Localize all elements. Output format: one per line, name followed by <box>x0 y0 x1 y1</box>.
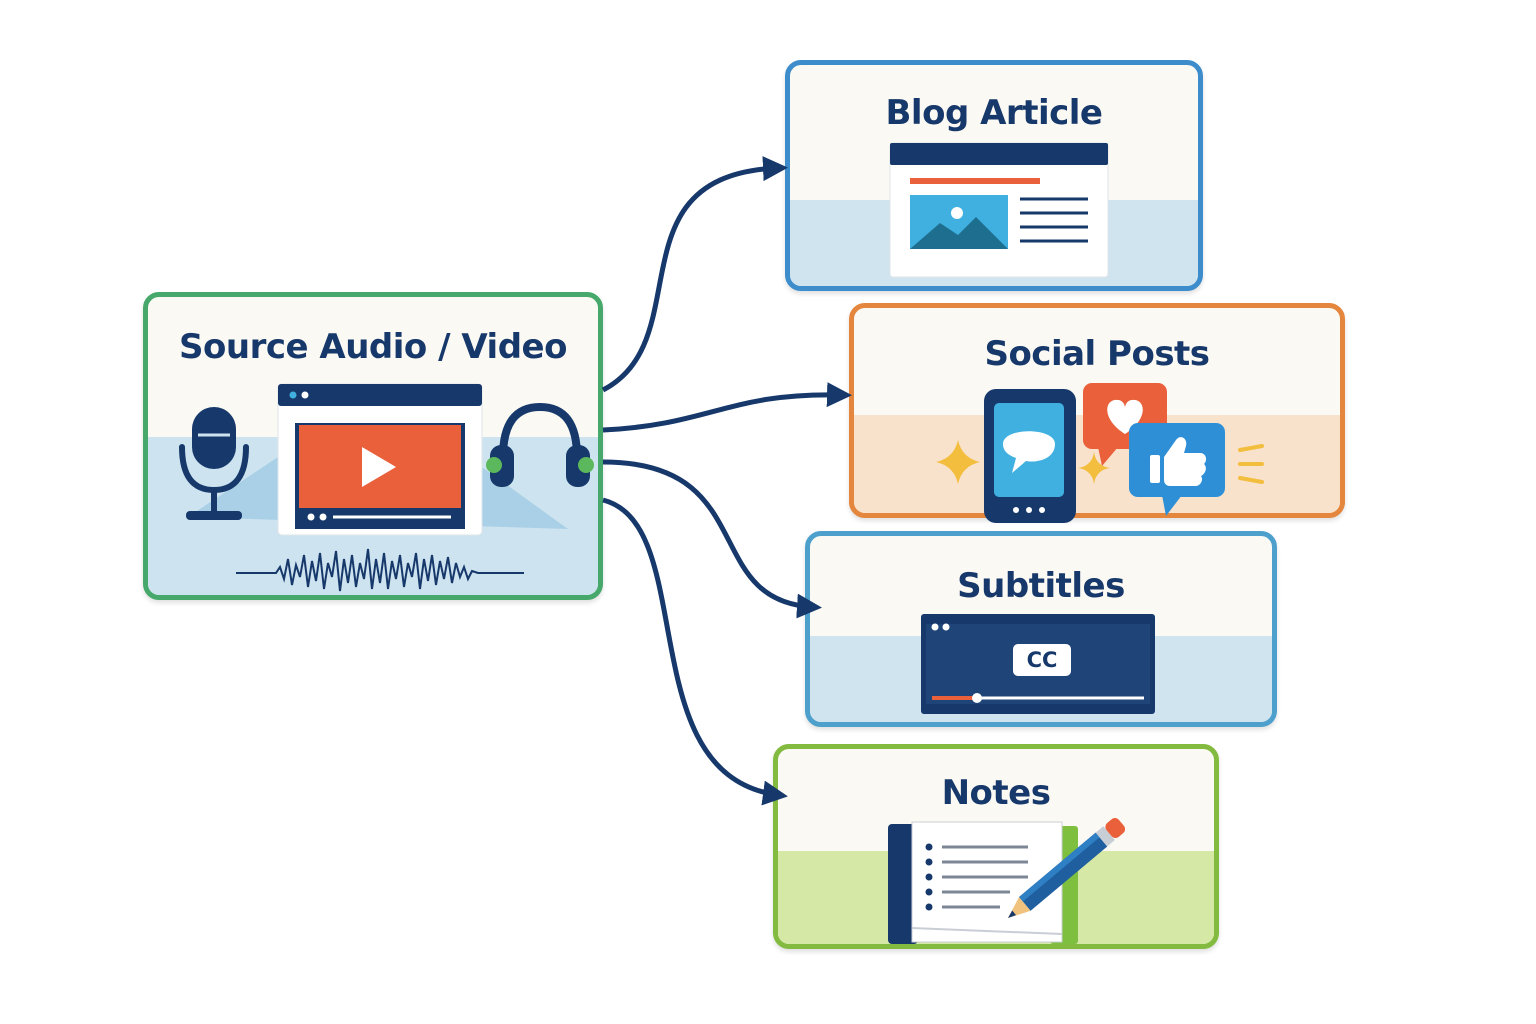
subtitles-card: Subtitles CC <box>805 531 1277 727</box>
blog-article-card: Blog Article <box>785 60 1203 291</box>
subtitles-title: Subtitles <box>957 566 1125 606</box>
cc-badge-label: CC <box>1026 648 1058 672</box>
subtitles-player-icon <box>921 614 1155 714</box>
arrow-to-blog-article <box>601 156 788 393</box>
arrow-to-social-posts <box>602 382 852 433</box>
article-icon <box>889 142 1109 278</box>
source-card: Source Audio / Video <box>143 292 603 600</box>
notebook-icon <box>888 821 1078 944</box>
headphones-icon <box>486 402 594 487</box>
play-icon <box>362 447 396 487</box>
microphone-icon <box>179 407 249 520</box>
social-posts-title: Social Posts <box>984 334 1210 374</box>
audio-waveform <box>236 548 524 592</box>
pencil-icon <box>1008 818 1126 918</box>
sparkle-small-icon <box>1078 452 1110 484</box>
blog-article-title: Blog Article <box>885 93 1103 133</box>
closed-captions-icon <box>1013 644 1071 676</box>
arrow-to-subtitles <box>602 459 822 619</box>
notes-title: Notes <box>941 773 1051 813</box>
thumbs-up-bubble-icon <box>1129 423 1225 516</box>
source-title: Source Audio / Video <box>179 327 567 367</box>
arrow-to-notes <box>602 497 788 806</box>
source-illustration <box>179 383 594 592</box>
video-player-icon <box>277 383 483 536</box>
smartphone-icon <box>984 389 1076 523</box>
sparkle-icon <box>936 440 980 484</box>
action-lines-icon <box>1238 444 1264 484</box>
chat-bubble-icon <box>1003 431 1055 473</box>
